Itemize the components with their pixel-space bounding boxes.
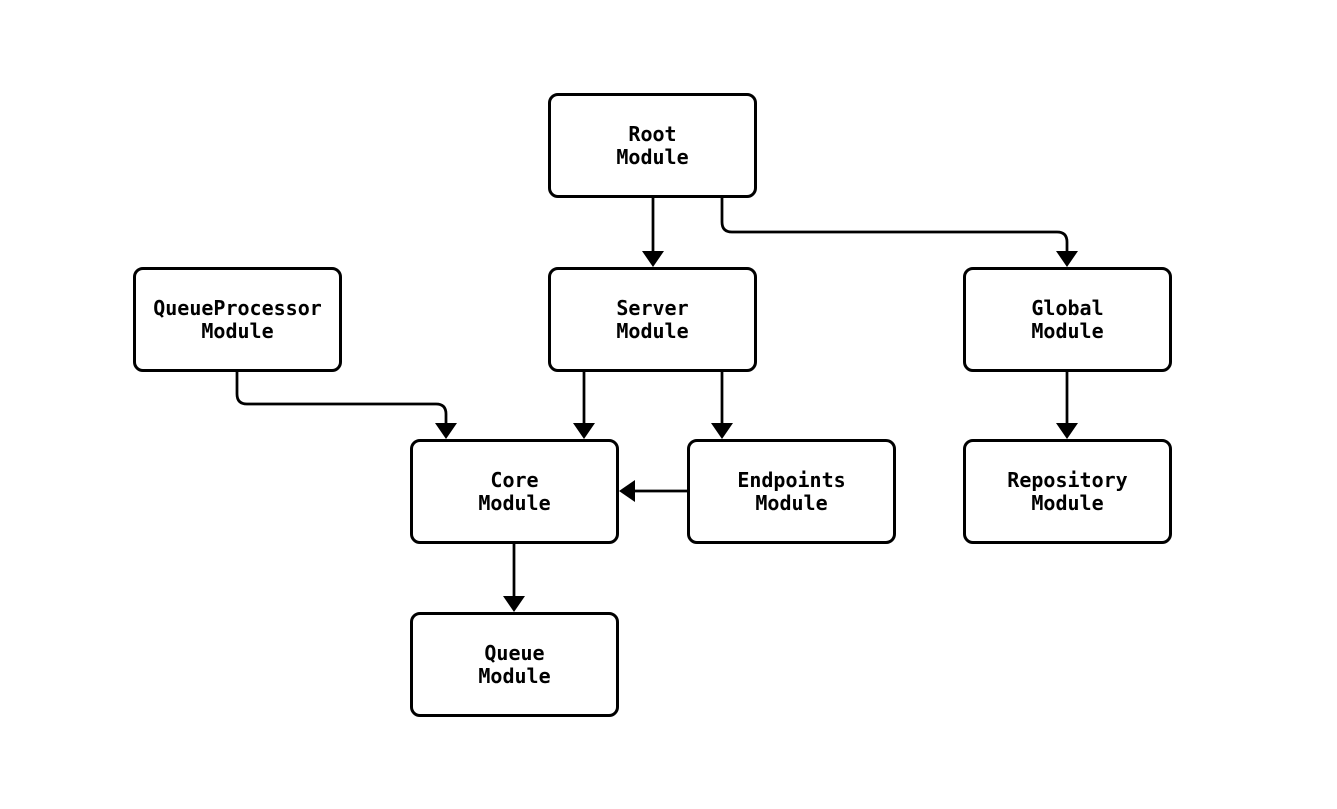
- node-label-endpoints-module: Endpoints Module: [737, 467, 846, 515]
- node-label-repository-module: Repository Module: [1007, 467, 1128, 515]
- node-label-server-module: Server Module: [616, 295, 689, 343]
- node-label-core-module: Core Module: [478, 467, 551, 515]
- node-repository-module: Repository Module: [963, 439, 1172, 544]
- node-label-global-module: Global Module: [1031, 295, 1104, 343]
- arrowhead-global-module-to-repository-module: [1056, 423, 1078, 439]
- node-root-module: Root Module: [548, 93, 757, 198]
- node-label-queue-module: Queue Module: [478, 640, 551, 688]
- arrowhead-server-module-to-core-module: [573, 423, 595, 439]
- node-label-queueprocessor-module: QueueProcessor Module: [153, 295, 322, 343]
- edge-queueprocessor-module-to-core-module: [235, 372, 448, 423]
- arrowhead-endpoints-module-to-core-module: [619, 480, 635, 502]
- node-queueprocessor-module: QueueProcessor Module: [133, 267, 342, 372]
- node-core-module: Core Module: [410, 439, 619, 544]
- node-endpoints-module: Endpoints Module: [687, 439, 896, 544]
- arrowhead-core-module-to-queue-module: [503, 596, 525, 612]
- node-server-module: Server Module: [548, 267, 757, 372]
- node-queue-module: Queue Module: [410, 612, 619, 717]
- arrowhead-root-module-to-server-module: [642, 251, 664, 267]
- arrowhead-root-module-to-global-module: [1056, 251, 1078, 267]
- edge-root-module-to-global-module: [720, 198, 1069, 251]
- arrowhead-server-module-to-endpoints-module: [711, 423, 733, 439]
- arrowhead-queueprocessor-module-to-core-module: [435, 423, 457, 439]
- node-global-module: Global Module: [963, 267, 1172, 372]
- node-label-root-module: Root Module: [616, 121, 689, 169]
